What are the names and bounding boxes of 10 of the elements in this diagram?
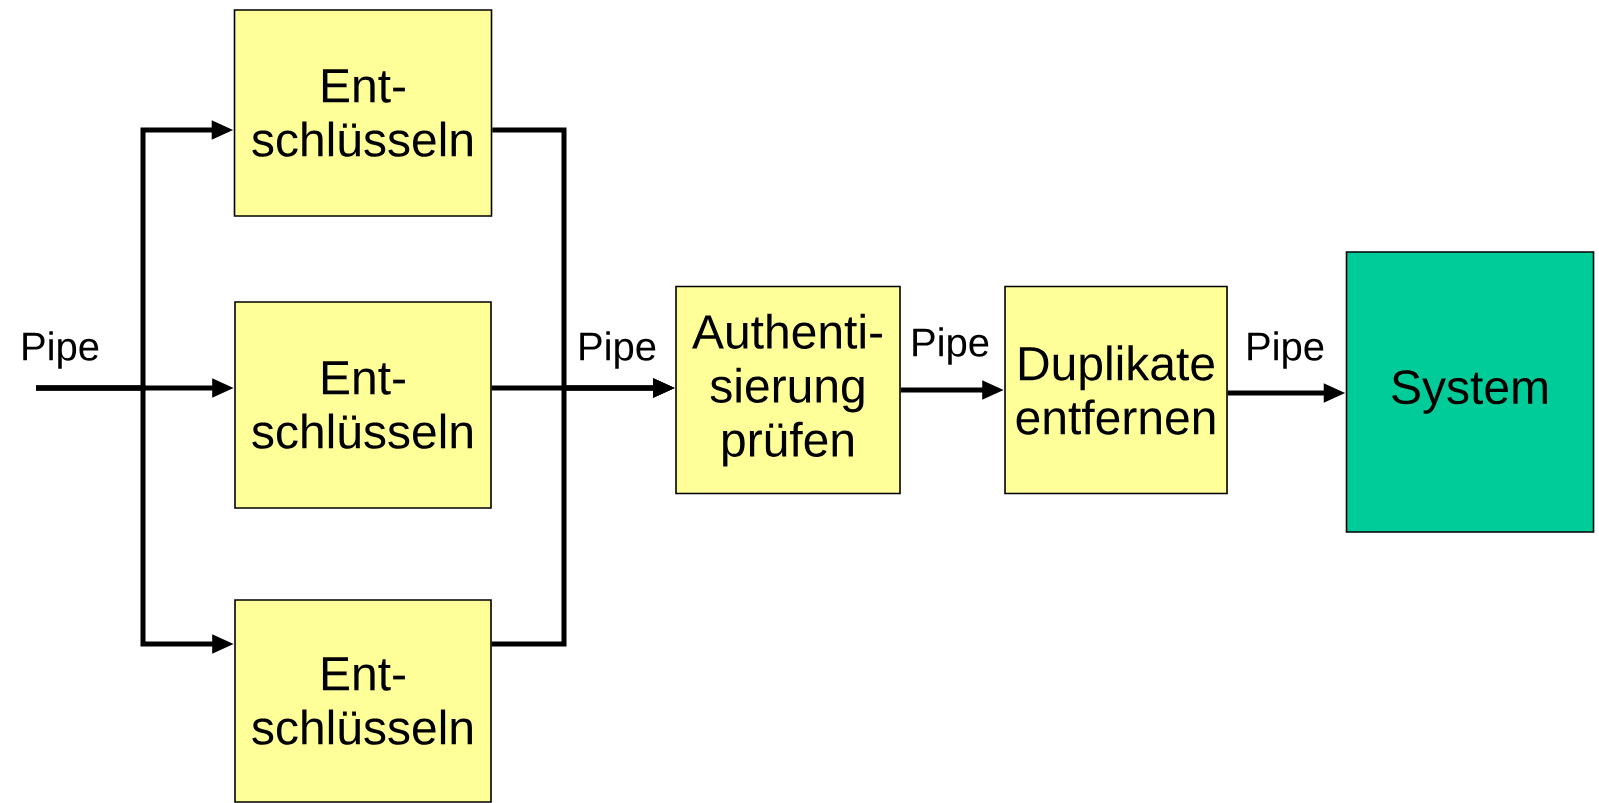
edge-label: Pipe <box>580 331 656 369</box>
process-box: Ent- schlüsseln <box>234 599 492 803</box>
edge-label: Pipe <box>1248 331 1324 369</box>
process-box: Ent- schlüsseln <box>233 9 493 217</box>
process-box: Ent- schlüsseln <box>234 301 492 509</box>
process-box: Duplikate entfernen <box>1004 285 1228 495</box>
edge-label: Pipe <box>913 327 989 365</box>
process-box: Authenti- sierung prüfen <box>675 285 901 495</box>
edge-label: Pipe <box>23 331 99 369</box>
process-box: System <box>1345 251 1595 533</box>
